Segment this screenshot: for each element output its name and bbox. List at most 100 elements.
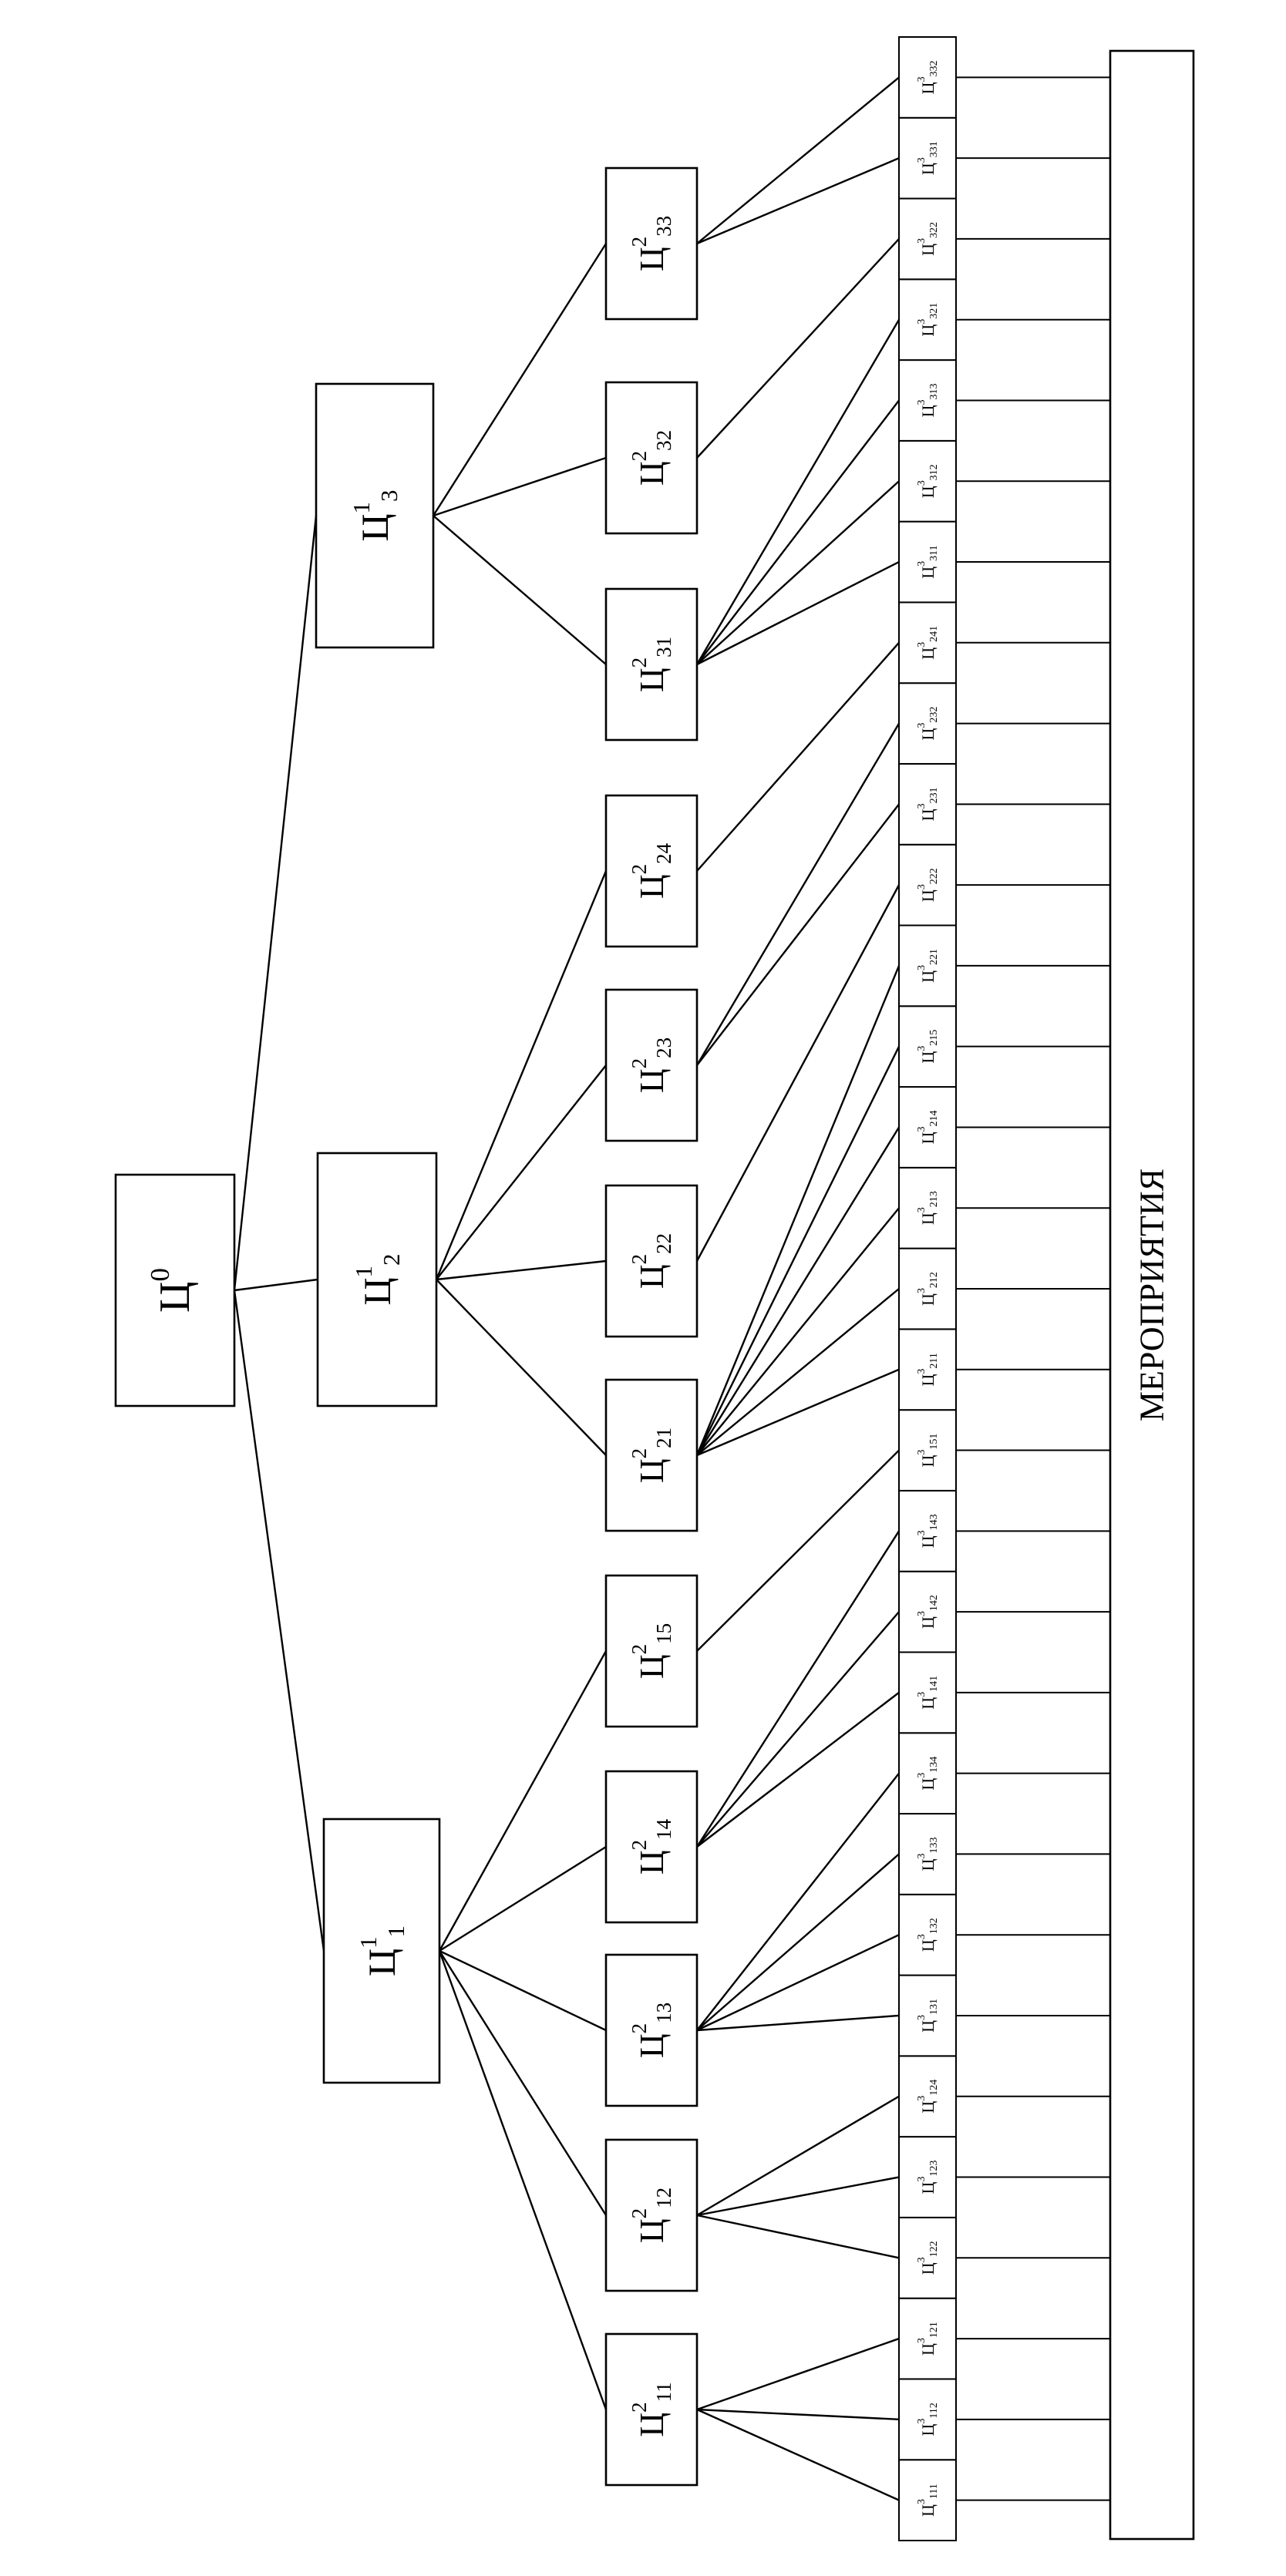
goal-node-n11 bbox=[604, 2332, 699, 2487]
goal-cell-label-c331-superscript: 3 bbox=[916, 157, 927, 163]
goal-cell-c112 bbox=[898, 2378, 957, 2461]
goal-cell-label-c121-superscript: 3 bbox=[916, 2338, 927, 2343]
goal-cell-label-c311-superscript: 3 bbox=[916, 561, 927, 567]
edge-n32-c322 bbox=[696, 238, 900, 459]
goal-cell-label-c331-letter: Ц bbox=[918, 163, 938, 175]
goal-label-root-superscript: 0 bbox=[145, 1268, 175, 1282]
goal-cell-c332 bbox=[898, 36, 957, 119]
goal-cell-c331 bbox=[898, 116, 957, 200]
goal-cell-label-c313-superscript: 3 bbox=[916, 400, 927, 405]
goal-nodes: Ц0Ц11Ц12Ц13Ц211Ц212Ц213Ц214Ц215Ц221Ц222Ц… bbox=[114, 36, 957, 2542]
goal-cell-label-c232: Ц3232 bbox=[916, 707, 940, 741]
goal-cell-label-c122-subscript: 122 bbox=[928, 2241, 940, 2257]
goal-cell-label-c133: Ц3133 bbox=[916, 1837, 940, 1871]
goal-label-n21-subscript: 21 bbox=[652, 1428, 675, 1448]
edge-n2-n23 bbox=[436, 1064, 607, 1280]
edge-n21-c215 bbox=[695, 1046, 901, 1456]
goal-label-n15-subscript: 15 bbox=[652, 1623, 675, 1644]
goal-cell-label-c311-letter: Ц bbox=[918, 567, 938, 579]
goal-cell-label-c322-letter: Ц bbox=[918, 244, 938, 256]
goal-cell-c311 bbox=[898, 520, 957, 604]
goal-cell-label-c143-subscript: 143 bbox=[928, 1514, 940, 1530]
edge-n31-c311 bbox=[696, 560, 900, 666]
goal-cell-label-c221-superscript: 3 bbox=[916, 965, 927, 970]
goal-label-n11-letter: Ц bbox=[633, 2413, 671, 2437]
goal-label-n32-letter: Ц bbox=[633, 461, 671, 486]
goal-cell-label-c151-subscript: 151 bbox=[928, 1434, 940, 1450]
goal-cell-label-c132-superscript: 3 bbox=[916, 1934, 927, 1939]
goal-label-n22: Ц222 bbox=[628, 1233, 675, 1289]
goal-node-n14 bbox=[604, 1770, 699, 1924]
measure-connectors bbox=[956, 76, 1110, 2501]
goal-cell-label-c232-letter: Ц bbox=[918, 728, 938, 741]
goal-label-n14-superscript: 2 bbox=[628, 1840, 651, 1851]
goal-cell-c151 bbox=[898, 1409, 957, 1491]
goal-cell-label-c211-subscript: 211 bbox=[928, 1353, 940, 1368]
goal-cell-label-c133-subscript: 133 bbox=[928, 1837, 940, 1853]
goal-cell-label-c111-letter: Ц bbox=[918, 2504, 938, 2517]
goal-label-n32-superscript: 2 bbox=[628, 451, 651, 462]
goal-cell-label-c122: Ц3122 bbox=[916, 2241, 940, 2275]
edge-n1-n14 bbox=[439, 1845, 607, 1952]
goal-cell-c131 bbox=[898, 1974, 957, 2057]
goal-cell-c142 bbox=[898, 1570, 957, 1653]
goal-cell-label-c322-superscript: 3 bbox=[916, 238, 927, 244]
edge-n21-c213 bbox=[696, 1207, 900, 1456]
goal-cell-label-c131-letter: Ц bbox=[918, 2020, 938, 2033]
goal-label-n15-letter: Ц bbox=[633, 1654, 671, 1679]
goal-label-n12-letter: Ц bbox=[633, 2218, 671, 2243]
goal-label-n12-superscript: 2 bbox=[628, 2208, 651, 2219]
goal-label-n22-letter: Ц bbox=[633, 1264, 671, 1289]
goal-label-n2-superscript: 1 bbox=[350, 1266, 377, 1278]
goal-cell-label-c211-letter: Ц bbox=[918, 1374, 938, 1386]
goal-label-root: Ц0 bbox=[145, 1268, 200, 1313]
goal-cell-c321 bbox=[898, 278, 957, 362]
goal-node-n3 bbox=[315, 382, 435, 649]
goal-cell-label-c215-letter: Ц bbox=[918, 1051, 938, 1064]
goal-cell-label-c212-letter: Ц bbox=[918, 1293, 938, 1306]
goal-node-n33 bbox=[604, 166, 699, 321]
edge-n13-c133 bbox=[696, 1853, 900, 2031]
goal-cell-label-c212-subscript: 212 bbox=[928, 1272, 940, 1288]
goal-label-n31-superscript: 2 bbox=[628, 657, 651, 668]
goal-node-root bbox=[114, 1173, 236, 1407]
goal-label-n23: Ц223 bbox=[628, 1037, 675, 1093]
goal-cell-label-c221-letter: Ц bbox=[918, 970, 938, 983]
goal-label-n3: Ц13 bbox=[348, 489, 402, 541]
edge-n1-n13 bbox=[439, 1949, 607, 2032]
goal-cell-label-c313-letter: Ц bbox=[918, 405, 938, 417]
goal-cell-label-c322-subscript: 322 bbox=[928, 222, 940, 238]
goal-cell-label-c241: Ц3241 bbox=[916, 626, 940, 660]
goal-label-n33-letter: Ц bbox=[633, 247, 671, 271]
goal-label-n11-superscript: 2 bbox=[628, 2402, 651, 2413]
goal-label-n15: Ц215 bbox=[628, 1623, 675, 1679]
goal-cell-c312 bbox=[898, 439, 957, 523]
goal-cell-label-c134-letter: Ц bbox=[918, 1778, 938, 1791]
goal-label-n14-letter: Ц bbox=[633, 1850, 671, 1875]
goal-label-n11-subscript: 11 bbox=[652, 2382, 675, 2402]
goal-cell-label-c141-subscript: 141 bbox=[928, 1676, 940, 1692]
goal-cell-label-c214-letter: Ц bbox=[918, 1132, 938, 1144]
goal-cell-label-c141-letter: Ц bbox=[918, 1697, 938, 1710]
goal-cell-label-c332-superscript: 3 bbox=[916, 76, 927, 82]
goal-cell-label-c132: Ц3132 bbox=[916, 1918, 940, 1952]
goal-cell-label-c124: Ц3124 bbox=[916, 2080, 940, 2114]
goal-cell-label-c311: Ц3311 bbox=[916, 545, 940, 578]
goal-cell-label-c221-subscript: 221 bbox=[928, 949, 940, 965]
goal-label-n23-superscript: 2 bbox=[628, 1058, 651, 1069]
goal-cell-label-c123: Ц3123 bbox=[916, 2161, 940, 2194]
edge-n12-c122 bbox=[696, 2214, 900, 2259]
goal-label-n21-superscript: 2 bbox=[628, 1448, 651, 1459]
edge-n12-c124 bbox=[696, 2095, 900, 2217]
goal-label-n32: Ц232 bbox=[628, 430, 675, 486]
goal-cell-label-c124-letter: Ц bbox=[918, 2101, 938, 2114]
goal-cell-label-c241-subscript: 241 bbox=[928, 626, 940, 642]
goal-cell-label-c232-subscript: 232 bbox=[928, 707, 940, 723]
goal-label-n3-letter: Ц bbox=[353, 513, 396, 541]
goal-cell-label-c213-subscript: 213 bbox=[928, 1191, 940, 1207]
goal-cell-label-c222-subscript: 222 bbox=[928, 868, 940, 884]
goal-cell-label-c231-subscript: 231 bbox=[928, 787, 940, 803]
goal-cell-label-c332: Ц3332 bbox=[916, 60, 940, 94]
goal-cell-label-c134-subscript: 134 bbox=[928, 1757, 940, 1773]
